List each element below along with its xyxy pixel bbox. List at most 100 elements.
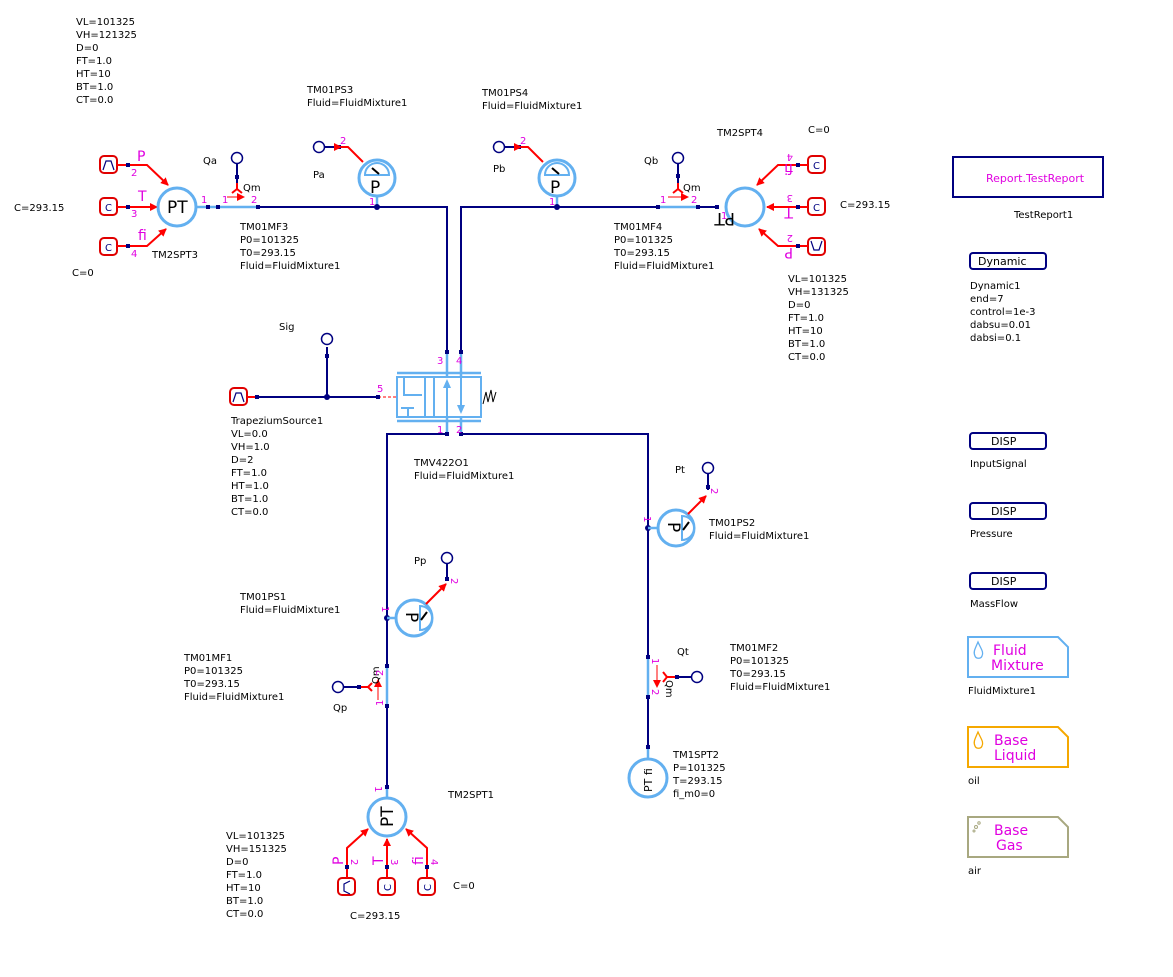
const-label: C=293.15 xyxy=(14,203,64,214)
pt-source-symbol[interactable] xyxy=(366,796,408,838)
wire-valve4-to-mf4[interactable] xyxy=(460,206,662,352)
param: control=1e-3 xyxy=(970,307,1036,318)
dynamic-button[interactable] xyxy=(969,252,1047,270)
wire-mf3-to-valve3[interactable] xyxy=(256,206,448,352)
param: FT=1.0 xyxy=(788,313,824,324)
disp-name: Pressure xyxy=(970,529,1013,540)
disp-name: InputSignal xyxy=(970,459,1027,470)
signal-label: T xyxy=(137,189,147,205)
component-symbol: PT xyxy=(378,806,398,827)
gas-bubbles-icon xyxy=(972,821,981,833)
fluid-mixture-button[interactable] xyxy=(967,636,1069,678)
display-pressure[interactable]: DISP Pressure xyxy=(969,502,1047,540)
tm2spt3-group[interactable]: VL=101325 VH=121325 D=0 FT=1.0 HT=10 BT=… xyxy=(14,17,256,279)
report-block[interactable]: Report.TestReport TestReport1 xyxy=(952,156,1104,221)
signal-label: fi xyxy=(784,160,793,176)
trapezium-source-icon[interactable] xyxy=(807,237,826,256)
tm01ps4-group[interactable]: TM01PS4 Fluid=FluidMixture1 2 Pb P 1 xyxy=(481,88,582,210)
param: VH=151325 xyxy=(226,844,287,855)
report-name: TestReport1 xyxy=(1013,210,1073,221)
probe-icon[interactable] xyxy=(492,140,506,154)
component-name: TM1SPT2 xyxy=(672,750,719,761)
pt-fi-source-symbol[interactable] xyxy=(627,757,669,799)
pin-label: 4 xyxy=(131,249,137,260)
pin-label: 4 xyxy=(456,356,462,367)
param: P0=101325 xyxy=(730,656,789,667)
component-name: TM2SPT1 xyxy=(447,790,494,801)
tm01mf4-group[interactable]: 1 2 Qm Qb TM01MF4 P0=101325 T0=293.15 Fl… xyxy=(613,151,719,273)
param: D=2 xyxy=(231,455,253,466)
const-label: C=0 xyxy=(808,125,830,136)
param: VH=121325 xyxy=(76,30,137,41)
param: HT=1.0 xyxy=(231,481,269,492)
base-liquid-button[interactable] xyxy=(967,726,1069,768)
dynamic-block[interactable]: Dynamic Dynamic1 end=7 control=1e-3 dabs… xyxy=(969,252,1047,344)
sensor-label: Qm xyxy=(683,183,701,194)
disp-button[interactable] xyxy=(969,502,1047,520)
param: dabsu=0.01 xyxy=(970,320,1031,331)
pin-label: 2 xyxy=(708,488,719,494)
wire-valve1-to-mf1[interactable] xyxy=(386,433,447,666)
tm01mf3-group[interactable]: 1 2 Qm Qa TM01MF3 P0=101325 T0=293.15 Fl… xyxy=(203,151,340,273)
tm01ps3-group[interactable]: TM01PS3 Fluid=FluidMixture1 2 Pa P 1 xyxy=(306,85,407,210)
param: Fluid=FluidMixture1 xyxy=(307,98,407,109)
pin-label: 1 xyxy=(649,658,660,664)
valve-group[interactable]: 5 3 4 1 2 TMV422O1 Fluid=FluidMixture1 xyxy=(376,350,514,482)
param: VL=101325 xyxy=(788,274,847,285)
tm2spt1-group[interactable]: TM2SPT1 1 PT C C P T fi 2 3 4 C=0 C=293.… xyxy=(226,785,494,922)
tm1spt2-group[interactable]: PT fi TM1SPT2 P=101325 T=293.15 fi_m0=0 xyxy=(627,745,726,800)
base-gas-block[interactable]: Base Gas air xyxy=(967,816,1069,877)
tm01ps1-group[interactable]: TM01PS1 Fluid=FluidMixture1 P Pp 2 1 xyxy=(239,551,459,638)
pin-label: 2 xyxy=(691,195,697,206)
base-liquid-block[interactable]: Base Liquid oil xyxy=(967,726,1069,787)
pin-label: 1 xyxy=(379,606,390,612)
component-name: TM01PS2 xyxy=(708,518,755,529)
svg-text:C: C xyxy=(813,161,820,172)
tm2spt3-params: VL=101325 VH=121325 D=0 FT=1.0 HT=10 BT=… xyxy=(76,17,137,106)
base-gas-button[interactable] xyxy=(967,816,1069,858)
trapezium-group[interactable]: Sig TrapeziumSource1 VL=0.0 VH=1.0 D=2 F… xyxy=(229,322,334,518)
tm01mf2-group[interactable]: Qt Qm 1 2 TM01MF2 P0=101325 T0=293.15 Fl… xyxy=(646,643,830,699)
pin-label: 2 xyxy=(375,670,386,676)
probe-icon[interactable] xyxy=(690,670,704,684)
param: fi_m0=0 xyxy=(673,789,715,800)
component-name: TM01MF3 xyxy=(239,222,288,233)
fluid-title: Gas xyxy=(996,838,1023,854)
probe-icon[interactable] xyxy=(230,151,244,165)
param: Fluid=FluidMixture1 xyxy=(414,471,514,482)
svg-text:C: C xyxy=(813,203,820,214)
disp-button[interactable] xyxy=(969,572,1047,590)
tm2spt4-group[interactable]: TM2SPT4 C=0 C=293.15 PT 1 C C fi T P 4 3… xyxy=(714,125,891,363)
display-inputsignal[interactable]: DISP InputSignal xyxy=(969,432,1047,470)
probe-icon[interactable] xyxy=(312,140,326,154)
wire-valve2-to-mf2[interactable] xyxy=(461,433,649,657)
pt-source-symbol[interactable] xyxy=(724,186,766,228)
probe-icon[interactable] xyxy=(331,680,345,694)
svg-text:C: C xyxy=(423,884,434,891)
pin-label: 1 xyxy=(721,211,727,222)
pin-label: 1 xyxy=(369,197,375,208)
probe-icon[interactable] xyxy=(320,332,334,346)
display-massflow[interactable]: DISP MassFlow xyxy=(969,572,1047,610)
fluid-title: Fluid xyxy=(993,643,1027,659)
param: CT=0.0 xyxy=(226,909,263,920)
probe-icon[interactable] xyxy=(671,151,685,165)
pin-label: 2 xyxy=(348,859,359,865)
param: BT=1.0 xyxy=(231,494,268,505)
tm01mf1-group[interactable]: TM01MF1 P0=101325 T0=293.15 Fluid=FluidM… xyxy=(183,653,389,714)
trapezium-source-icon[interactable] xyxy=(229,387,248,406)
probe-icon[interactable] xyxy=(440,551,454,565)
report-button[interactable] xyxy=(952,156,1104,198)
param: FT=1.0 xyxy=(76,56,112,67)
tm01ps2-group[interactable]: P Pt 2 1 TM01PS2 Fluid=FluidMixture1 xyxy=(641,461,809,548)
param: P=101325 xyxy=(673,763,726,774)
pin-label: 1 xyxy=(437,425,443,436)
pin-label: 1 xyxy=(222,195,228,206)
disp-button[interactable] xyxy=(969,432,1047,450)
probe-icon[interactable] xyxy=(701,461,715,475)
valve-symbol[interactable] xyxy=(396,376,482,418)
fluid-mixture-block[interactable]: Fluid Mixture FluidMixture1 xyxy=(967,636,1069,697)
sensor-label: Qm xyxy=(663,680,674,698)
trapezium-source-icon[interactable] xyxy=(99,155,118,174)
param: P0=101325 xyxy=(614,235,673,246)
